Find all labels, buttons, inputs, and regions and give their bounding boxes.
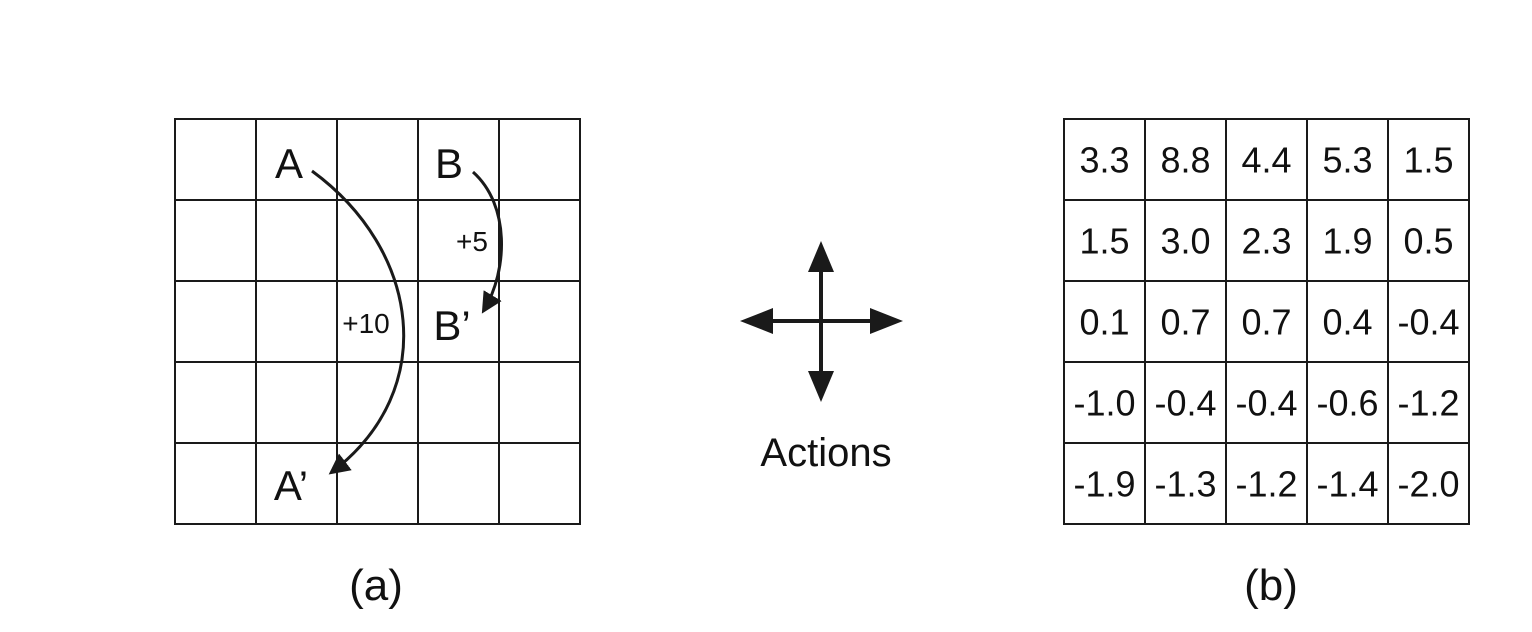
b-reward-label: +5 — [456, 226, 488, 257]
a-transition-arrow — [311, 169, 406, 475]
grid-b-border — [1063, 118, 1470, 525]
value-cell-r0-c2: 4.4 — [1241, 140, 1291, 181]
arrow-down-icon — [808, 371, 834, 402]
value-cell-r3-c2: -0.4 — [1235, 383, 1297, 424]
value-cell-r1-c2: 2.3 — [1241, 221, 1291, 262]
value-cell-r1-c0: 1.5 — [1079, 221, 1129, 262]
caption-a: (a) — [349, 561, 403, 610]
state-b-label: B — [435, 140, 463, 187]
value-cell-r4-c1: -1.3 — [1154, 464, 1216, 505]
value-cell-r4-c3: -1.4 — [1316, 464, 1378, 505]
value-cell-r4-c0: -1.9 — [1073, 464, 1135, 505]
value-cell-r4-c4: -2.0 — [1397, 464, 1459, 505]
a-reward-label: +10 — [342, 308, 390, 339]
value-cell-r0-c3: 5.3 — [1322, 140, 1372, 181]
caption-b: (b) — [1244, 561, 1298, 610]
value-cell-r2-c2: 0.7 — [1241, 302, 1291, 343]
value-table: 3.3 8.8 4.4 5.3 1.5 1.5 3.0 2.3 1.9 0.5 0.1 0.7 0.7 0… — [1073, 140, 1459, 505]
value-cell-r0-c1: 8.8 — [1160, 140, 1210, 181]
state-b-prime-label: B’ — [433, 302, 470, 349]
panel-a: A A’ B B’ +10 +5 (a) — [174, 118, 581, 610]
arrow-up-icon — [808, 241, 834, 272]
value-cell-r2-c1: 0.7 — [1160, 302, 1210, 343]
value-cell-r2-c3: 0.4 — [1322, 302, 1372, 343]
value-cell-r1-c3: 1.9 — [1322, 221, 1372, 262]
panel-b: 3.3 8.8 4.4 5.3 1.5 1.5 3.0 2.3 1.9 0.5 0.1 0.7 0.7 0… — [1063, 118, 1470, 610]
value-cell-r2-c4: -0.4 — [1397, 302, 1459, 343]
value-cell-r3-c1: -0.4 — [1154, 383, 1216, 424]
arrow-right-icon — [870, 308, 903, 334]
value-cell-r1-c4: 0.5 — [1403, 221, 1453, 262]
state-a-prime-label: A’ — [274, 462, 308, 509]
grid-a-border — [174, 118, 581, 525]
state-a-label: A — [275, 140, 303, 187]
value-cell-r0-c0: 3.3 — [1079, 140, 1129, 181]
value-cell-r1-c1: 3.0 — [1160, 221, 1210, 262]
arrow-left-icon — [740, 308, 773, 334]
value-cell-r0-c4: 1.5 — [1403, 140, 1453, 181]
value-cell-r3-c3: -0.6 — [1316, 383, 1378, 424]
actions-cross: Actions — [740, 241, 903, 475]
value-cell-r3-c4: -1.2 — [1397, 383, 1459, 424]
actions-label: Actions — [760, 431, 891, 475]
value-cell-r2-c0: 0.1 — [1079, 302, 1129, 343]
b-transition-arrow — [472, 170, 503, 314]
value-cell-r3-c0: -1.0 — [1073, 383, 1135, 424]
value-cell-r4-c2: -1.2 — [1235, 464, 1297, 505]
grid-b — [1063, 118, 1470, 525]
